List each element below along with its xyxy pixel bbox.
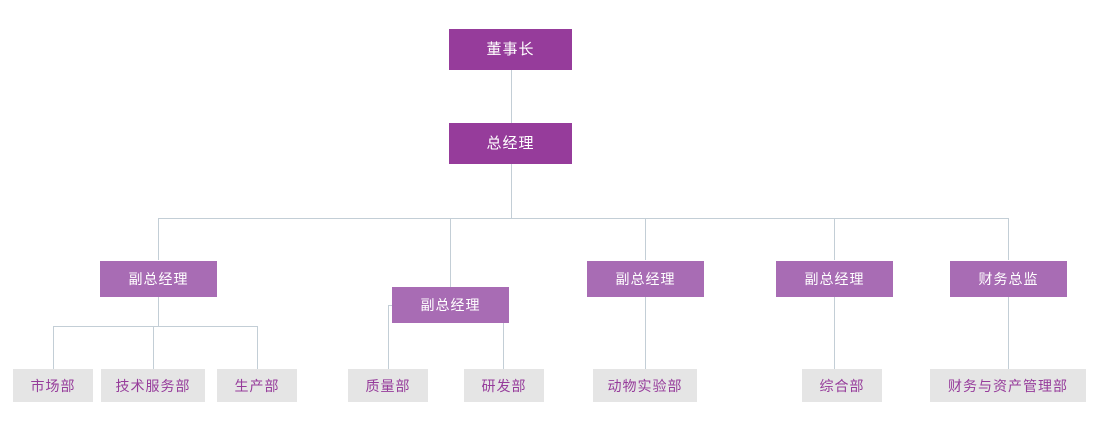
- connector-deputy4-to-general-affairs: [834, 297, 835, 369]
- node-deputy-gm-2[interactable]: 副总经理: [392, 287, 509, 323]
- connector-gm-stem: [511, 163, 512, 218]
- node-dept-marketing[interactable]: 市场部: [13, 369, 93, 402]
- connector-deputy3-to-animal-lab: [645, 297, 646, 369]
- connector-chairman-to-gm: [511, 70, 512, 125]
- node-dept-rnd[interactable]: 研发部: [464, 369, 544, 402]
- node-dept-production[interactable]: 生产部: [217, 369, 297, 402]
- connector-cfo-to-finance-asset: [1008, 297, 1009, 369]
- node-general-manager-label: 总经理: [486, 135, 535, 152]
- node-deputy-gm-4-label: 副总经理: [804, 271, 865, 287]
- node-dept-marketing-label: 市场部: [30, 377, 76, 394]
- connector-bus-to-cfo: [1008, 218, 1009, 260]
- node-dept-animal-lab-label: 动物实验部: [607, 377, 683, 394]
- node-dept-technical-service[interactable]: 技术服务部: [101, 369, 205, 402]
- connector-group1-to-marketing: [53, 326, 54, 369]
- node-cfo-label: 财务总监: [978, 271, 1039, 287]
- connector-group1-bus: [53, 326, 257, 327]
- node-dept-finance-asset[interactable]: 财务与资产管理部: [930, 369, 1086, 402]
- node-dept-quality[interactable]: 质量部: [348, 369, 428, 402]
- node-general-manager[interactable]: 总经理: [449, 123, 572, 164]
- node-chairman[interactable]: 董事长: [449, 29, 572, 70]
- node-dept-finance-asset-label: 财务与资产管理部: [948, 377, 1068, 394]
- connector-bus-to-deputy-4: [834, 218, 835, 260]
- node-dept-quality-label: 质量部: [365, 377, 411, 394]
- node-chairman-label: 董事长: [486, 41, 535, 58]
- connector-bus-to-deputy-3: [645, 218, 646, 260]
- node-dept-general-affairs-label: 综合部: [819, 377, 865, 394]
- connector-bus-to-deputy-1: [158, 218, 159, 260]
- node-dept-animal-lab[interactable]: 动物实验部: [593, 369, 697, 402]
- connector-bus-to-deputy-2: [450, 218, 451, 287]
- node-deputy-gm-3-label: 副总经理: [615, 271, 676, 287]
- connector-level3-bus: [158, 218, 1009, 219]
- node-deputy-gm-2-label: 副总经理: [420, 297, 481, 313]
- node-deputy-gm-3[interactable]: 副总经理: [587, 261, 704, 297]
- connector-deputy1-stem: [158, 297, 159, 326]
- connector-group2-to-rnd: [503, 305, 504, 369]
- connector-group1-to-technical-service: [153, 326, 154, 369]
- node-cfo[interactable]: 财务总监: [950, 261, 1067, 297]
- node-deputy-gm-4[interactable]: 副总经理: [776, 261, 893, 297]
- node-deputy-gm-1[interactable]: 副总经理: [100, 261, 217, 297]
- node-dept-technical-service-label: 技术服务部: [115, 377, 191, 394]
- node-dept-rnd-label: 研发部: [481, 377, 527, 394]
- node-dept-production-label: 生产部: [234, 377, 280, 394]
- node-dept-general-affairs[interactable]: 综合部: [802, 369, 882, 402]
- node-deputy-gm-1-label: 副总经理: [128, 271, 189, 287]
- connector-group1-to-production: [257, 326, 258, 369]
- connector-group2-to-quality: [388, 305, 389, 369]
